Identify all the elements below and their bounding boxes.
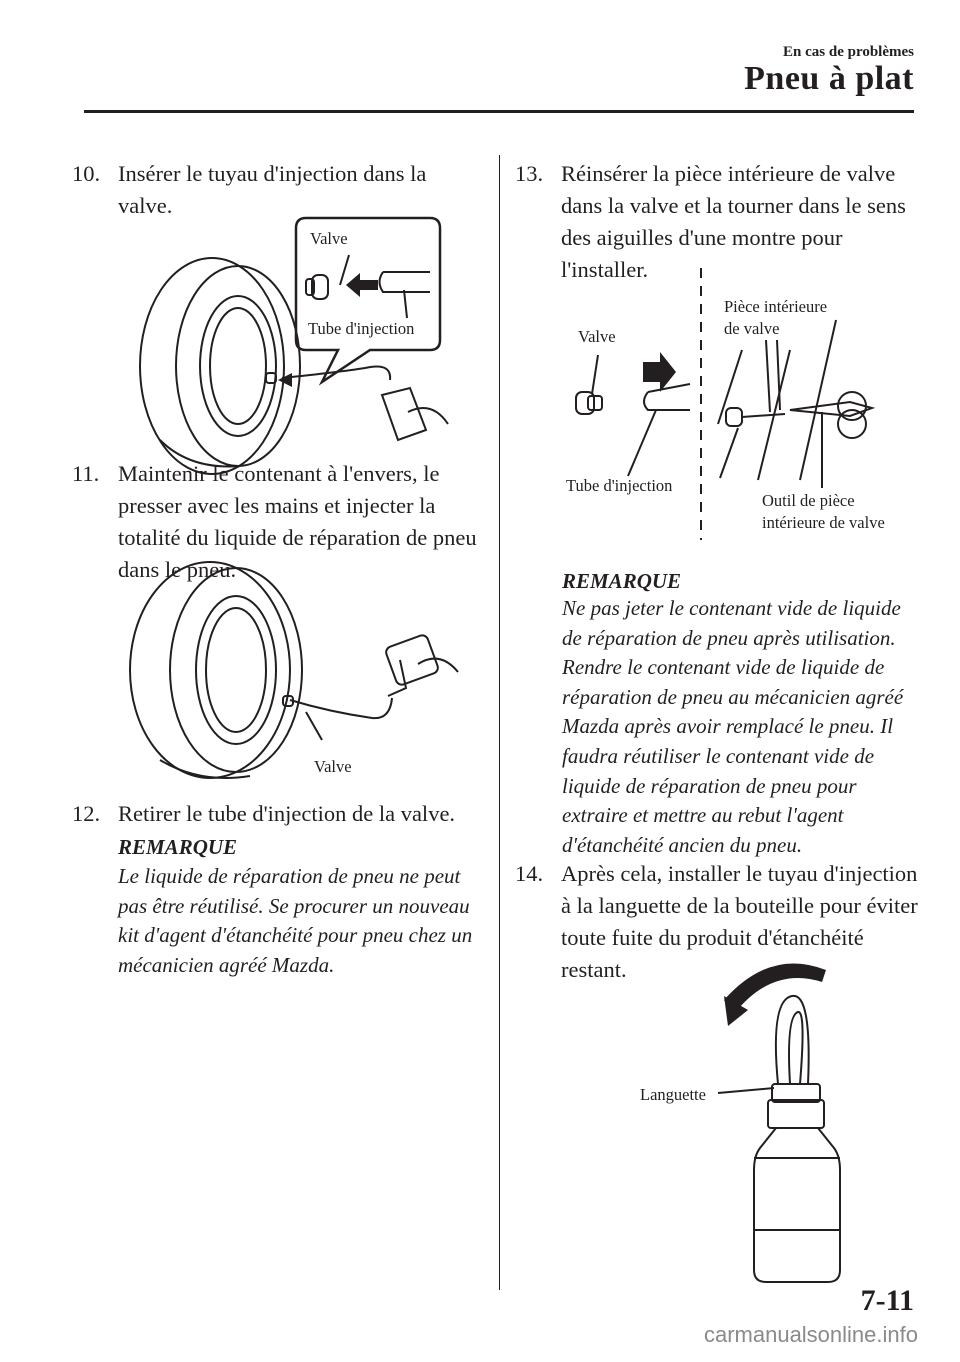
callout-valve: Valve	[578, 327, 616, 346]
note-heading: REMARQUE	[562, 569, 682, 593]
step-13: 13. Réinsérer la pièce intérieure de val…	[515, 158, 915, 286]
step-text: Retirer le tube d'injection de la valve.	[118, 801, 456, 826]
callout-valve-core-line1: Pièce intérieure	[724, 297, 828, 316]
section-title: En cas de problèmes	[783, 44, 914, 60]
column-divider	[499, 155, 500, 1290]
step-14: 14. Après cela, installer le tuyau d'inj…	[515, 858, 925, 986]
callout-tab: Languette	[640, 1085, 706, 1104]
note-body: Le liquide de réparation de pneu ne peut…	[118, 864, 473, 977]
watermark: carmanualsonline.info	[703, 1322, 918, 1347]
step-number: 14.	[515, 861, 544, 886]
note-body: Ne pas jeter le contenant vide de liquid…	[562, 596, 904, 857]
callout-injection-tube: Tube d'injection	[566, 476, 673, 495]
callout-valve-core-tool-line1: Outil de pièce	[762, 491, 855, 510]
step-10: 10. Insérer le tuyau d'injection dans la…	[72, 158, 472, 222]
step-text: Insérer le tuyau d'injection dans la val…	[118, 161, 427, 218]
note-heading: REMARQUE	[118, 835, 238, 859]
step-12: 12. Retirer le tube d'injection de la va…	[72, 798, 482, 830]
callout-valve: Valve	[310, 229, 348, 248]
step-text: Après cela, installer le tuyau d'injecti…	[561, 861, 918, 982]
step-number: 13.	[515, 161, 544, 186]
step-text: Réinsérer la pièce intérieure de valve d…	[561, 161, 906, 282]
step-number: 11.	[72, 461, 100, 486]
step-11: 11. Maintenir le contenant à l'envers, l…	[72, 458, 482, 586]
callout-valve-core-tool-line2: intérieure de valve	[762, 513, 885, 532]
step-number: 12.	[72, 801, 101, 826]
callout-valve-core-line2: de valve	[724, 319, 780, 338]
page-number: 7-11	[860, 1284, 914, 1317]
step-number: 10.	[72, 161, 101, 186]
header-rule	[84, 110, 914, 113]
step-text: Maintenir le contenant à l'envers, le pr…	[118, 461, 477, 582]
callout-valve: Valve	[314, 757, 352, 776]
page-title: Pneu à plat	[744, 60, 914, 97]
callout-injection-tube: Tube d'injection	[308, 319, 415, 338]
